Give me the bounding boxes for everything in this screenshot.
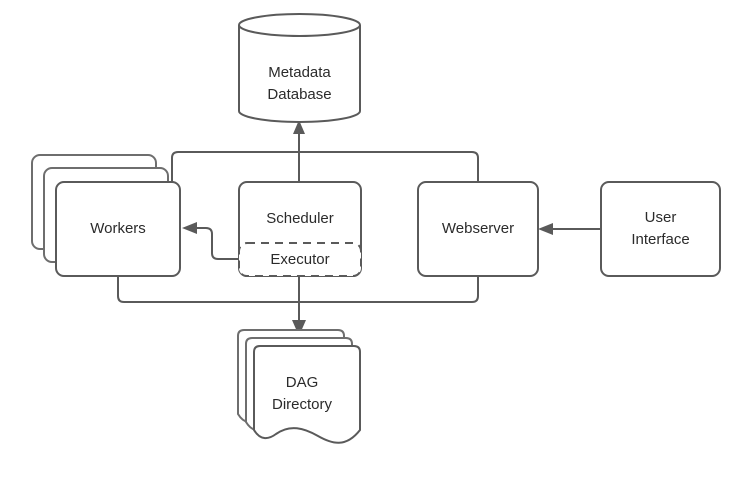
webserver-box xyxy=(417,181,539,277)
webserver-label: Webserver xyxy=(442,220,514,237)
node-metadata-database[interactable]: Metadata Database xyxy=(238,13,361,123)
executor-label: Executor xyxy=(270,251,329,268)
user-interface-label-line2: Interface xyxy=(631,231,689,248)
workers-stack-card-1 xyxy=(55,181,181,277)
workers-label: Workers xyxy=(90,220,146,237)
arrow-head-up-metadata xyxy=(293,120,305,134)
node-dag-directory[interactable]: DAG Directory xyxy=(237,329,361,444)
edge-executor-to-workers xyxy=(182,222,239,260)
executor-box xyxy=(238,242,362,277)
metadata-database-label-line1: Metadata xyxy=(268,64,331,81)
arrow-head-down-dag xyxy=(292,320,306,336)
connectors-layer xyxy=(117,120,601,336)
metadata-database-label-line2: Database xyxy=(267,86,331,103)
user-interface-box xyxy=(600,181,721,277)
node-user-interface[interactable]: User Interface xyxy=(600,181,721,277)
node-workers[interactable]: Workers xyxy=(31,154,181,277)
metadata-database-top-ellipse xyxy=(238,13,361,37)
user-interface-label-line1: User xyxy=(645,209,677,226)
node-executor[interactable]: Executor xyxy=(238,242,362,277)
dag-directory-label-line2: Directory xyxy=(272,396,333,413)
arrow-head-left-workers xyxy=(182,222,197,234)
node-webserver[interactable]: Webserver xyxy=(417,181,539,277)
edge-workers-to-webserver-top xyxy=(171,151,479,276)
arrow-head-left-webserver xyxy=(538,223,553,235)
edge-executor-to-workers-line xyxy=(194,227,239,260)
scheduler-label: Scheduler xyxy=(266,210,334,227)
dag-directory-doc-1 xyxy=(253,345,361,444)
dag-directory-label-line1: DAG xyxy=(286,374,319,391)
metadata-database-body xyxy=(238,25,361,123)
